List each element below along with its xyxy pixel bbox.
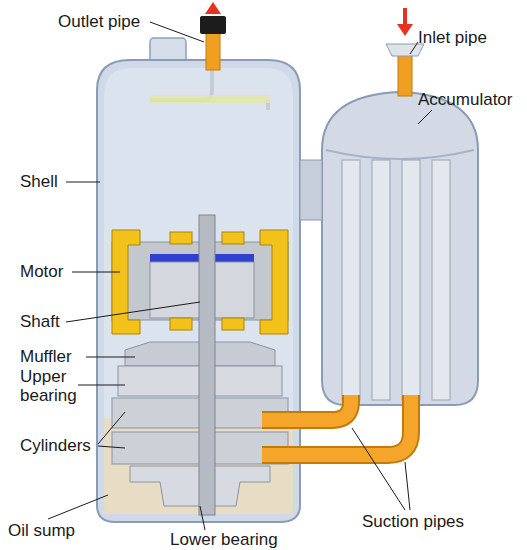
- part-label: Upper bearing: [20, 367, 82, 405]
- part-label: Suction pipes: [362, 512, 482, 531]
- part-label: Cylinders: [20, 436, 100, 455]
- part-label: Outlet pipe: [58, 12, 158, 31]
- part-label: Oil sump: [8, 521, 98, 540]
- part-label: Shell: [20, 172, 80, 191]
- accumulator: [300, 92, 478, 405]
- shaft: [199, 215, 215, 515]
- leader-lines: [48, 22, 432, 530]
- part-label: Shaft: [20, 312, 80, 331]
- part-label: Muffler: [20, 347, 90, 366]
- inlet-pipe: [386, 8, 424, 96]
- suction-pipes: [262, 395, 411, 455]
- part-label: Inlet pipe: [418, 28, 518, 47]
- part-label: Lower bearing: [170, 530, 290, 549]
- part-label: Accumulator: [418, 90, 523, 109]
- outlet-pipe: [200, 2, 226, 70]
- part-label: Motor: [20, 262, 80, 281]
